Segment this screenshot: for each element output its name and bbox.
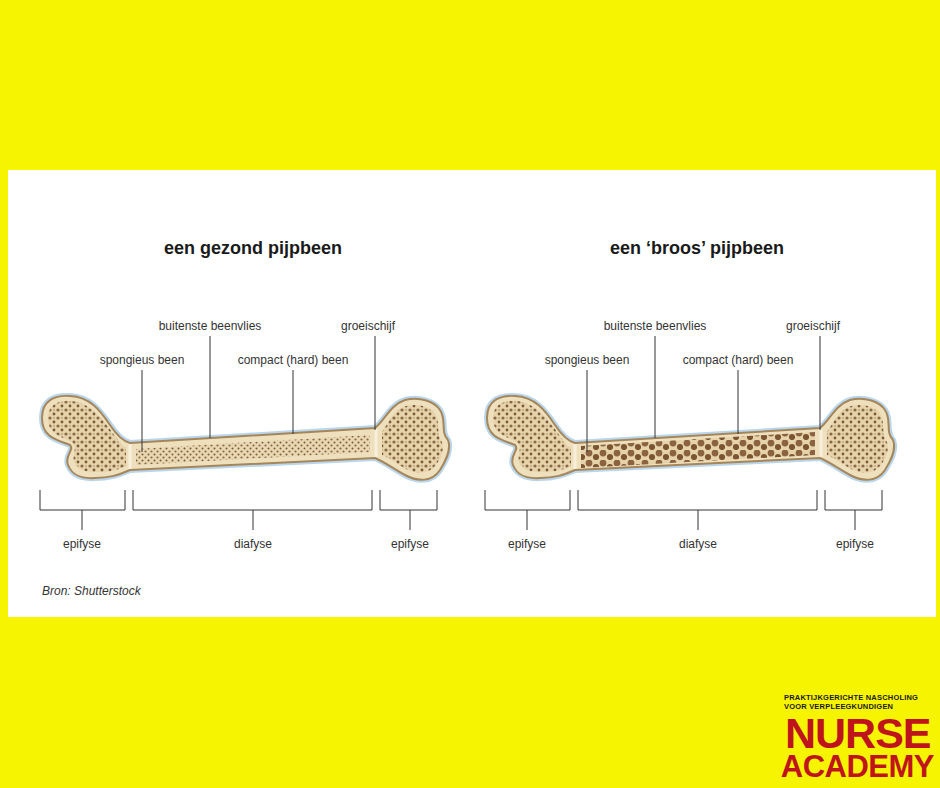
part-label: groeischijf xyxy=(786,319,840,333)
part-label: groeischijf xyxy=(341,319,395,333)
source-caption: Bron: Shutterstock xyxy=(42,584,141,598)
healthy-bone xyxy=(40,336,449,530)
part-label: buitenste beenvlies xyxy=(159,319,262,333)
region-label: diafyse xyxy=(234,537,272,551)
logo-word: NURSE xyxy=(785,712,931,755)
logo-tagline: PRAKTIJKGERICHTE NASCHOLING VOOR VERPLEE… xyxy=(784,693,934,711)
region-label: epifyse xyxy=(836,537,874,551)
white-panel xyxy=(8,170,936,617)
part-label: spongieus been xyxy=(545,353,630,367)
region-label: epifyse xyxy=(391,537,429,551)
diagram-title: een gezond pijpbeen xyxy=(164,238,342,259)
part-label: compact (hard) been xyxy=(238,353,349,367)
part-label: spongieus been xyxy=(100,353,185,367)
brittle-bone xyxy=(485,336,894,530)
diagram-title: een ‘broos’ pijpbeen xyxy=(610,238,784,259)
region-label: epifyse xyxy=(508,537,546,551)
part-label: compact (hard) been xyxy=(683,353,794,367)
region-label: diafyse xyxy=(679,537,717,551)
logo-word: ACADEMY xyxy=(781,751,934,782)
region-label: epifyse xyxy=(63,537,101,551)
part-label: buitenste beenvlies xyxy=(604,319,707,333)
